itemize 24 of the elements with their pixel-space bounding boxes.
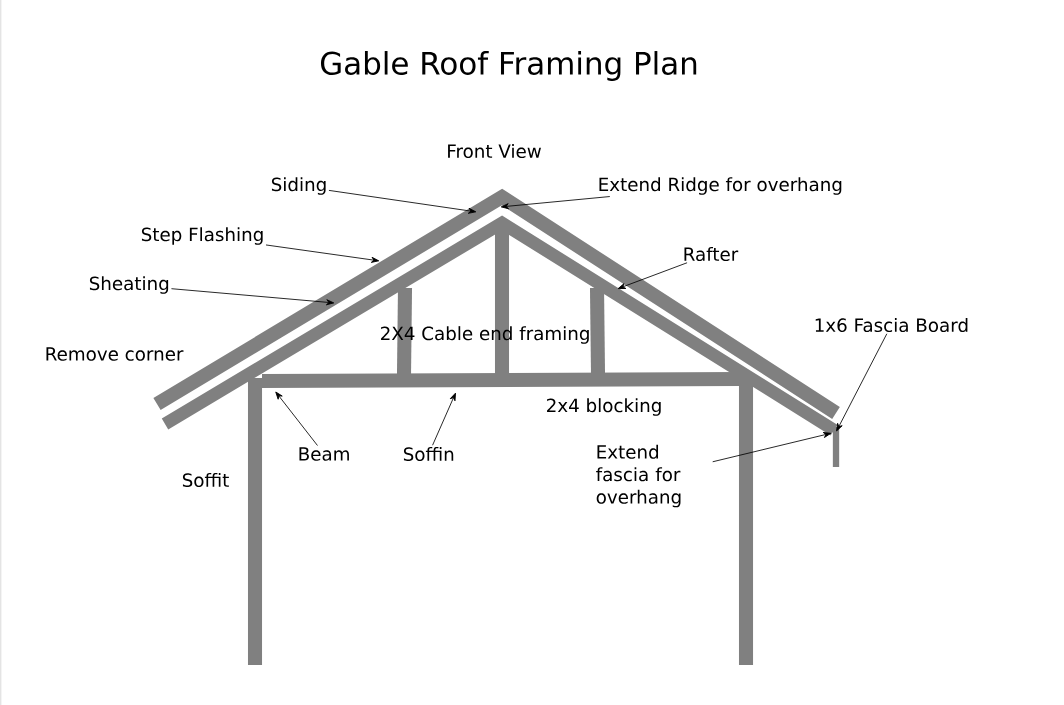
leader-line	[617, 262, 688, 289]
callout-text: Siding	[271, 177, 326, 195]
leader-line	[500, 196, 611, 210]
part-label: Remove corner	[46, 347, 184, 361]
leader-line	[171, 288, 335, 306]
callout-text: Extend fascia for overhang	[596, 444, 681, 508]
part-label: 2X4 Cable end framing	[381, 326, 589, 344]
callout-text: Beam	[299, 447, 349, 461]
leader-line	[328, 189, 477, 214]
leader-line	[275, 391, 318, 446]
part-label: Front View	[448, 143, 541, 159]
leader-line	[265, 244, 380, 263]
callout-text: Extend Ridge for overhang	[599, 177, 842, 195]
callout-text: Soffin	[403, 446, 454, 462]
callout-text: Step Flashing	[141, 227, 263, 245]
callout-text: Rafter	[684, 246, 739, 262]
leader-line	[712, 432, 832, 463]
leader-line	[432, 392, 456, 446]
leader-line	[836, 333, 888, 432]
callout-text: 1x6 Fascia Board	[815, 317, 968, 333]
callout-text: Sheating	[89, 276, 169, 294]
part-label: 2x4 blocking	[547, 398, 661, 416]
part-label: Soffit	[182, 472, 229, 488]
title: Gable Roof Framing Plan	[320, 51, 697, 81]
